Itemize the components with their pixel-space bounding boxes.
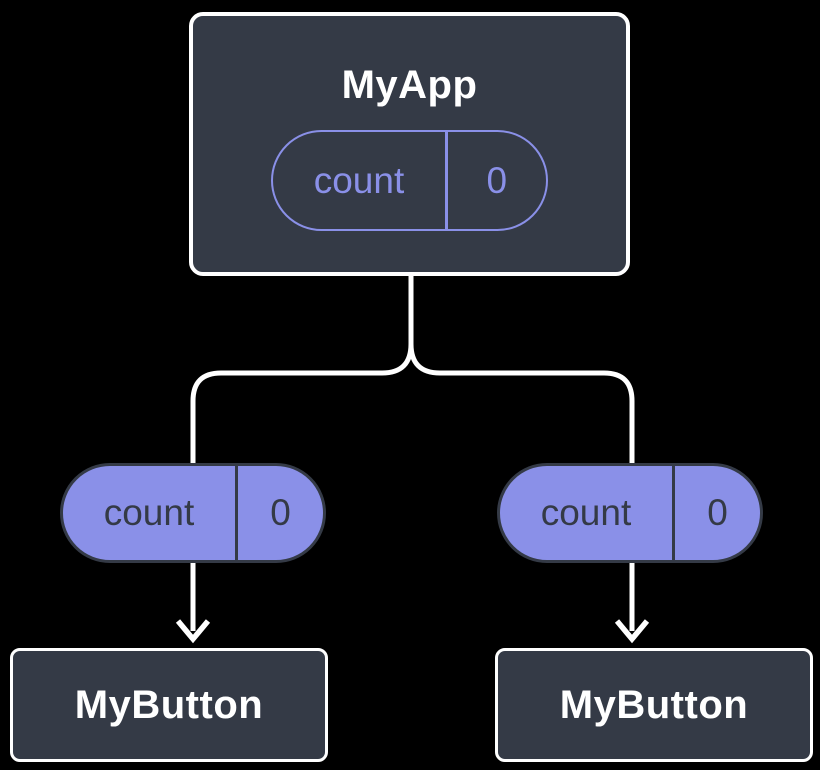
state-pill-right: count 0 bbox=[497, 463, 763, 563]
state-pill-left-value: 0 bbox=[270, 492, 291, 533]
connector-root-to-left-child bbox=[190, 272, 414, 631]
arrowhead-right-icon bbox=[614, 619, 650, 644]
state-pill-left: count 0 bbox=[60, 463, 326, 563]
state-pill-root-divider bbox=[445, 132, 448, 229]
state-pill-left-name: count bbox=[103, 492, 195, 533]
node-myapp: MyApp count 0 bbox=[189, 12, 630, 276]
node-mybutton-right: MyButton bbox=[495, 648, 813, 762]
state-pill-root-value: 0 bbox=[486, 159, 508, 201]
state-pill-left-divider bbox=[235, 466, 238, 560]
node-myapp-title: MyApp bbox=[341, 63, 478, 107]
state-pill-right-name: count bbox=[540, 492, 632, 533]
node-mybutton-left: MyButton bbox=[10, 648, 328, 762]
state-pill-right-divider bbox=[672, 466, 675, 560]
arrowhead-left-icon bbox=[175, 619, 211, 644]
node-mybutton-right-title: MyButton bbox=[559, 683, 749, 727]
state-pill-root-name: count bbox=[313, 159, 405, 201]
connector-root-to-right-child bbox=[408, 272, 635, 631]
node-mybutton-left-title: MyButton bbox=[74, 683, 264, 727]
state-pill-root: count 0 bbox=[271, 130, 548, 231]
state-pill-right-value: 0 bbox=[707, 492, 728, 533]
